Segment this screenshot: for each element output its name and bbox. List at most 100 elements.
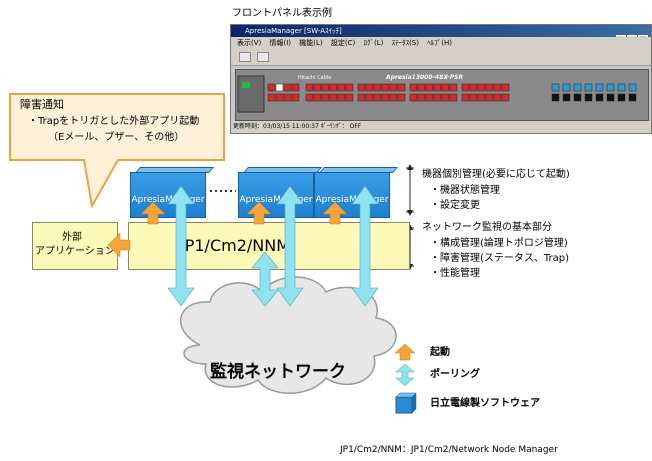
port-icon xyxy=(433,93,442,102)
menu-function[interactable]: 機能(L) xyxy=(299,39,323,47)
port-icon xyxy=(617,93,626,102)
callout-bubble xyxy=(9,93,225,209)
legend-software-label: 日立電線製ソフトウェア xyxy=(430,398,540,409)
cyan-double-arrow-icon xyxy=(251,251,279,307)
apresia-manager-2-label: ApresiaManager xyxy=(239,195,313,205)
cloud-shape xyxy=(180,276,397,394)
nnm-label: JP1/Cm2/NNM xyxy=(180,236,291,255)
external-app-line2: アプリケーション xyxy=(35,246,115,257)
port-icon xyxy=(573,93,582,102)
port-icon xyxy=(551,93,560,102)
port-icon xyxy=(397,93,406,102)
menu-view[interactable]: 表示(V) xyxy=(237,39,262,47)
group2-item-1: ・構成管理(論理トポロジ管理) xyxy=(430,238,568,249)
footnote: JP1/Cm2/NNM：JP1/Cm2/Network Node Manager xyxy=(340,445,558,455)
port-icon xyxy=(291,83,300,92)
cyan-double-arrow-icon xyxy=(395,363,415,387)
legend-launch-label: 起動 xyxy=(430,347,450,358)
group2-title: ネットワーク監視の基本部分 xyxy=(422,222,552,233)
port-icon xyxy=(441,93,450,102)
port-icon xyxy=(305,93,314,102)
port-icon xyxy=(595,83,604,92)
callout-title: 障害通知 xyxy=(20,98,64,111)
port-icon xyxy=(441,83,450,92)
cyan-double-arrow-icon xyxy=(351,185,379,307)
menu-help[interactable]: ﾍﾙﾌﾟ(H) xyxy=(427,39,452,47)
legend-polling-label: ポーリング xyxy=(430,369,480,380)
port-icon xyxy=(493,83,502,92)
cyan-double-arrow-icon xyxy=(167,185,195,307)
external-app-line1: 外部 xyxy=(62,232,82,243)
port-icon xyxy=(562,93,571,102)
port-icon xyxy=(501,93,510,102)
port-icon xyxy=(477,93,486,102)
callout-line1: ・Trapをトリガとした外部アプリ起動 xyxy=(28,116,200,127)
port-icon xyxy=(291,93,300,102)
port-icon xyxy=(417,93,426,102)
port-icon xyxy=(449,93,458,102)
statusbar: 更新時刻：03/03/15 11:00:37 ﾎﾟｰﾘﾝｸﾞ： OFF xyxy=(231,121,651,133)
port-icon xyxy=(275,93,284,102)
port-icon xyxy=(409,93,418,102)
orange-arrow-icon xyxy=(140,201,166,225)
screenshot-caption: フロントパネル表示例 xyxy=(232,8,332,19)
cloud-label: 監視ネットワーク xyxy=(210,362,346,382)
port-icon xyxy=(485,93,494,102)
port-icon xyxy=(345,93,354,102)
port-icon xyxy=(551,83,560,92)
port-icon xyxy=(477,83,486,92)
orange-arrow-icon xyxy=(246,201,272,225)
port-icon xyxy=(573,83,582,92)
port-icon xyxy=(469,93,478,102)
port-icon xyxy=(628,83,637,92)
group2-item-2: ・障害管理(ステータス、Trap) xyxy=(430,253,570,264)
port-icon xyxy=(425,93,434,102)
port-icon xyxy=(461,93,470,102)
port-icon xyxy=(606,93,615,102)
port-icon xyxy=(337,83,346,92)
port-icon xyxy=(584,93,593,102)
port-icon xyxy=(449,83,458,92)
port-icon xyxy=(595,93,604,102)
menu-info[interactable]: 情報(I) xyxy=(269,39,292,47)
port-icon xyxy=(357,83,366,92)
port-icon xyxy=(267,83,276,92)
port-icon xyxy=(397,83,406,92)
port-icon xyxy=(606,83,615,92)
front-panel: Hitachi Cable Apresia13000-48X-PSR xyxy=(235,69,649,121)
port-icon xyxy=(337,93,346,102)
port-icon xyxy=(357,93,366,102)
device-label-model: Apresia13000-48X-PSR xyxy=(385,74,463,81)
port-icon xyxy=(485,83,494,92)
menu-settings[interactable]: 設定(C) xyxy=(330,39,356,47)
port-icon xyxy=(275,83,284,92)
port-icon xyxy=(409,83,418,92)
port-icon xyxy=(469,83,478,92)
menu-status[interactable]: ｽﾃｰﾀｽ(S) xyxy=(391,39,419,47)
orange-arrow-icon xyxy=(322,201,348,225)
menubar: 表示(V) 情報(I) 機能(L) 設定(C) ﾛｸﾞ(L) ｽﾃｰﾀｽ(S) … xyxy=(231,37,651,49)
port-icon xyxy=(365,83,374,92)
port-icon xyxy=(365,93,374,102)
menu-log[interactable]: ﾛｸﾞ(L) xyxy=(363,39,384,47)
orange-arrow-icon xyxy=(107,232,131,258)
port-icon xyxy=(617,83,626,92)
port-icon xyxy=(313,83,322,92)
port-icon xyxy=(584,83,593,92)
device-label-brand: Hitachi Cable xyxy=(298,75,331,81)
toolbar-icon-1[interactable] xyxy=(239,52,251,62)
port-icon xyxy=(389,93,398,102)
led-icon xyxy=(242,82,250,88)
port-icon xyxy=(501,83,510,92)
toolbar xyxy=(231,49,651,66)
port-icon xyxy=(283,93,292,102)
window-title: ApresiaManager [SW-Aｽｲｯﾁ] xyxy=(245,27,342,35)
port-icon xyxy=(313,93,322,102)
orange-arrow-icon xyxy=(394,344,416,361)
apresia-manager-1: ApresiaManager xyxy=(130,172,206,218)
port-icon xyxy=(493,93,502,102)
port-icon xyxy=(345,83,354,92)
toolbar-icon-2[interactable] xyxy=(257,52,269,62)
